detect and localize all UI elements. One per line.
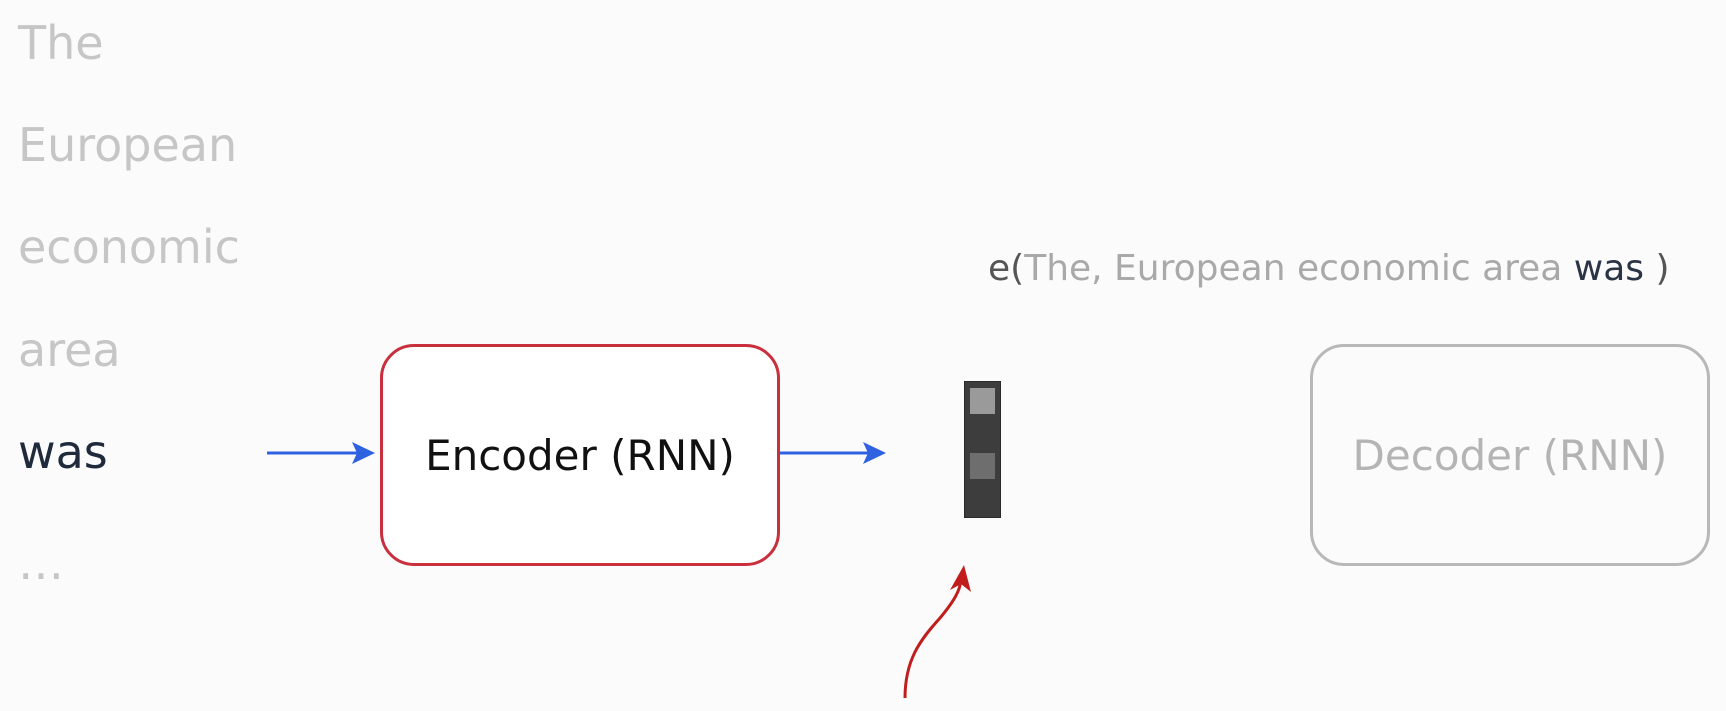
encoder-label: Encoder (RNN) — [425, 430, 735, 480]
formula-function: e( — [988, 248, 1025, 289]
encoder-box: Encoder (RNN) — [380, 344, 780, 566]
vector-cell-top — [970, 388, 995, 414]
input-word-european: European — [18, 118, 238, 172]
input-word-economic: economic — [18, 220, 240, 274]
vector-cell-middle — [970, 453, 995, 479]
input-arrow — [267, 442, 375, 464]
encoding-formula: e(The, European economic area was ) — [988, 248, 1670, 289]
input-word-ellipsis: … — [18, 536, 72, 590]
encoding-vector — [964, 381, 1001, 518]
decoder-box: Decoder (RNN) — [1310, 344, 1710, 566]
formula-current-word: was — [1562, 248, 1645, 289]
input-word-was: was — [18, 425, 108, 479]
formula-close: ) — [1644, 248, 1670, 289]
input-word-the: The — [18, 16, 104, 70]
formula-previous-words: The, European economic area — [1024, 248, 1563, 289]
decoder-label: Decoder (RNN) — [1352, 430, 1668, 480]
input-word-area: area — [18, 323, 121, 377]
encoder-output-arrow — [780, 442, 886, 464]
highlight-red-arrow — [903, 565, 971, 699]
